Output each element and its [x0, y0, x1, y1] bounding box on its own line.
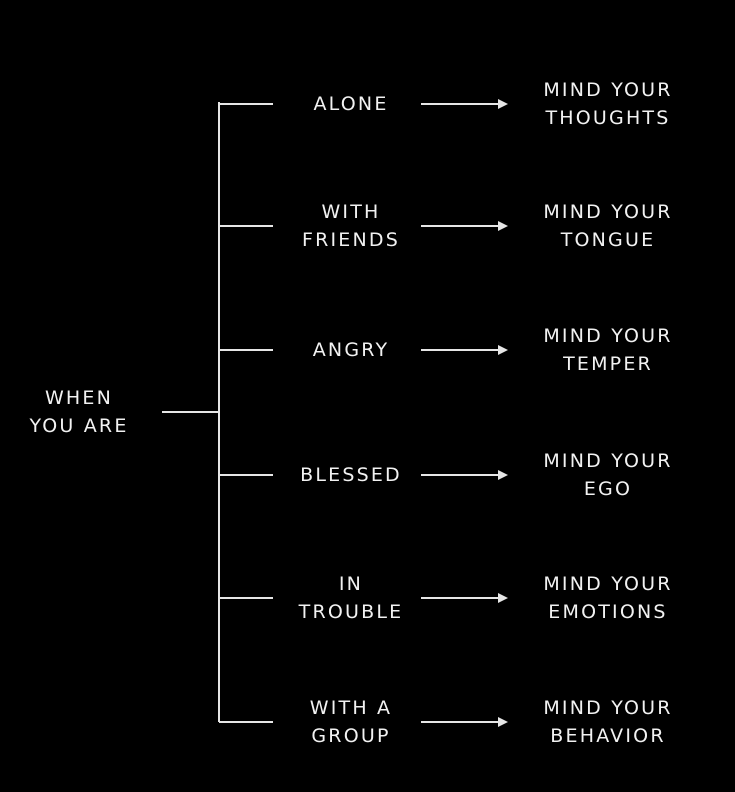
- situation-label-line-1: WITH: [321, 201, 381, 223]
- advice-label: MIND YOUR EMOTIONS: [543, 570, 672, 626]
- advice-label: MIND YOUR BEHAVIOR: [543, 694, 672, 750]
- situation-label: ALONE: [313, 90, 388, 118]
- advice-label-line-2: BEHAVIOR: [550, 725, 666, 747]
- situation-label-line-2: GROUP: [311, 725, 391, 747]
- advice-label-line-2: TONGUE: [560, 229, 656, 251]
- advice-label: MIND YOUR EGO: [543, 447, 672, 503]
- root-label-line-2: YOU ARE: [29, 415, 129, 437]
- arrow-head-icon: [498, 99, 508, 109]
- advice-label: MIND YOUR TONGUE: [543, 198, 672, 254]
- advice-label-line-2: TEMPER: [563, 353, 653, 375]
- root-label-line-1: WHEN: [44, 387, 114, 409]
- situation-label: IN TROUBLE: [299, 570, 404, 626]
- advice-label-line-1: MIND YOUR: [543, 573, 673, 595]
- branch-lines: [219, 99, 508, 727]
- arrow-head-icon: [498, 717, 508, 727]
- advice-label-line-2: THOUGHTS: [545, 107, 671, 129]
- advice-label: MIND YOUR TEMPER: [543, 322, 672, 378]
- advice-label-line-2: EGO: [583, 478, 633, 500]
- situation-label: WITH FRIENDS: [302, 198, 400, 254]
- situation-label: WITH A GROUP: [310, 694, 393, 750]
- advice-label-line-1: MIND YOUR: [543, 201, 673, 223]
- advice-label: MIND YOUR THOUGHTS: [543, 76, 672, 132]
- situation-label: BLESSED: [300, 461, 402, 489]
- arrow-head-icon: [498, 470, 508, 480]
- advice-label-line-2: EMOTIONS: [548, 601, 668, 623]
- arrow-head-icon: [498, 345, 508, 355]
- situation-label-line-1: IN: [338, 573, 364, 595]
- advice-label-line-1: MIND YOUR: [543, 325, 673, 347]
- advice-label-line-1: MIND YOUR: [543, 79, 673, 101]
- advice-label-line-1: MIND YOUR: [543, 450, 673, 472]
- root-label: WHEN YOU ARE: [29, 384, 128, 440]
- situation-label-line-1: ALONE: [313, 93, 389, 115]
- arrow-head-icon: [498, 221, 508, 231]
- situation-label-line-1: BLESSED: [300, 464, 402, 486]
- situation-label-line-2: TROUBLE: [298, 601, 404, 623]
- situation-label-line-1: WITH A: [309, 697, 393, 719]
- advice-label-line-1: MIND YOUR: [543, 697, 673, 719]
- situation-label-line-1: ANGRY: [312, 339, 390, 361]
- arrow-head-icon: [498, 593, 508, 603]
- situation-label: ANGRY: [313, 336, 390, 364]
- situation-label-line-2: FRIENDS: [301, 229, 401, 251]
